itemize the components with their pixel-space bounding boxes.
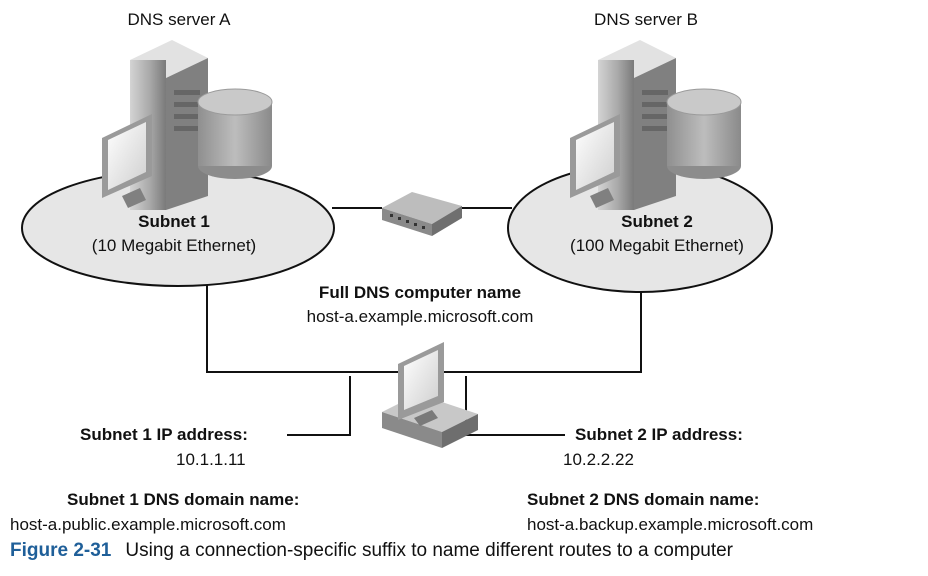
subnet-1-ip-value: 10.1.1.11 <box>176 450 246 469</box>
server-b-label: DNS server B <box>594 10 698 29</box>
subnet-1-domain-label: Subnet 1 DNS domain name: <box>67 490 300 509</box>
switch-icon <box>382 192 462 236</box>
host-name-value: host-a.example.microsoft.com <box>306 307 534 326</box>
subnet-2-domain-label: Subnet 2 DNS domain name: <box>527 490 760 509</box>
server-b-icon <box>570 40 742 210</box>
subnet-2-ip-value: 10.2.2.22 <box>563 450 634 469</box>
subnet-1-name: Subnet 1 <box>138 212 210 231</box>
link-host-subnet2 <box>465 376 565 436</box>
subnet-2-name: Subnet 2 <box>621 212 693 231</box>
server-a-icon <box>102 40 273 210</box>
subnet-2-ip-label: Subnet 2 IP address: <box>575 425 743 444</box>
figure-caption-text: Using a connection-specific suffix to na… <box>125 540 733 561</box>
subnet-1-ip-label: Subnet 1 IP address: <box>80 425 248 444</box>
subnet-2-desc: (100 Megabit Ethernet) <box>570 236 744 255</box>
host-name-heading: Full DNS computer name <box>318 283 522 302</box>
subnet-2-domain-value: host-a.backup.example.microsoft.com <box>527 515 814 534</box>
figure-caption: Figure 2-31 Using a connection-specific s… <box>10 540 733 562</box>
subnet-1-desc: (10 Megabit Ethernet) <box>91 236 257 255</box>
figure-number: Figure 2-31 <box>10 540 112 561</box>
host-computer-icon <box>382 342 478 448</box>
server-a-label: DNS server A <box>127 10 231 29</box>
link-host-subnet1 <box>287 376 351 436</box>
subnet-1-domain-value: host-a.public.example.microsoft.com <box>10 515 286 534</box>
